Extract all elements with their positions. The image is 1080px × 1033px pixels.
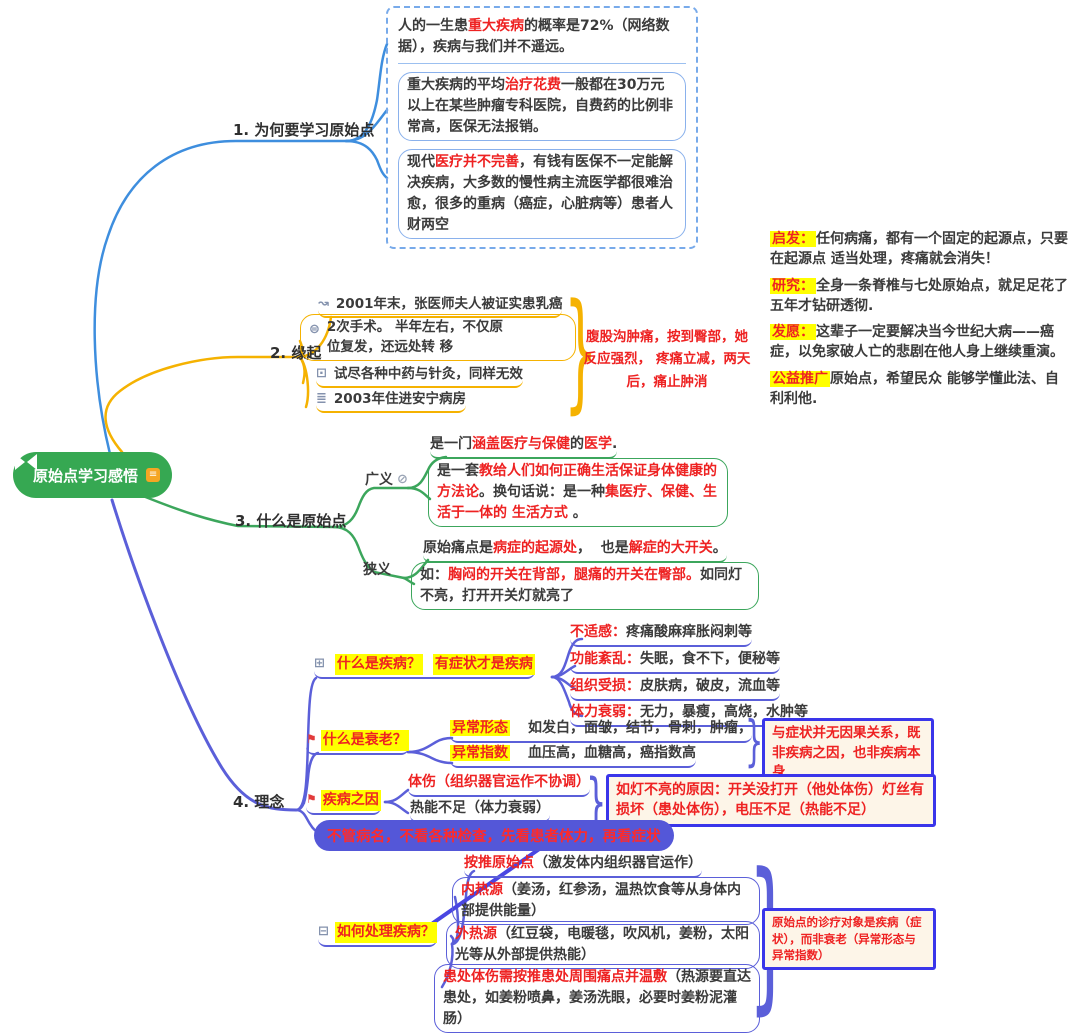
disease-item-2[interactable]: 功能紊乱：失眠，食不下，便秘等 bbox=[570, 649, 780, 674]
why-learn-panel[interactable]: 人的一生患重大疾病的概率是72%（网络数据），疾病与我们并不遥远。 重大疾病的平… bbox=[386, 6, 698, 249]
branch-4-label[interactable]: 4. 理念 bbox=[233, 793, 285, 811]
cause-brace: } bbox=[586, 767, 607, 839]
why-item-3[interactable]: 现代医疗并不完善，有钱有医保不一定能解决疾病，大多数的慢性病主流医学都很难治愈，… bbox=[398, 149, 686, 239]
disease-item-3[interactable]: 组织受损：皮肤病，破皮，流血等 bbox=[570, 676, 780, 701]
xiayi-topic[interactable]: 狭义 bbox=[363, 562, 391, 578]
xiayi-item-2[interactable]: 如：胸闷的开关在背部，腿痛的开关在臀部。如同灯不亮，打开开关灯就亮了 bbox=[411, 562, 759, 610]
flag-icon: ⚑ bbox=[306, 792, 317, 806]
insight-para-3[interactable]: 发愿：这辈子一定要解决当今世纪大病——癌症，以免家破人亡的悲剧在他人身上继续重演… bbox=[770, 324, 1064, 361]
list-icon: ≣ bbox=[316, 391, 327, 406]
note-icon[interactable]: ≡ bbox=[146, 468, 161, 482]
aging-item-2[interactable]: 异常指数血压高，血糖高，癌指数高 bbox=[450, 743, 696, 768]
origin-item-1[interactable]: ↝ 2001年末，张医师夫人被证实患乳癌 bbox=[318, 294, 563, 319]
squiggle-icon: ↝ bbox=[318, 296, 329, 311]
guangyi-item-1[interactable]: 是一门涵盖医疗与保健的医学. bbox=[430, 434, 618, 459]
aging-item-1[interactable]: 异常形态如发白，面皱，结节，骨刺，肿瘤， bbox=[450, 718, 752, 743]
branch-1-label[interactable]: 1. 为何要学习原始点 bbox=[233, 121, 375, 139]
branch-3-label[interactable]: 3. 什么是原始点 bbox=[235, 512, 347, 530]
disease-topic[interactable]: ⊞ 什么是疾病？ 有症状才是疾病 bbox=[314, 654, 535, 679]
treatment-item-1[interactable]: 按推原始点（激发体内组织器官运作） bbox=[464, 853, 702, 878]
central-topic-title: 原始点学习感悟 bbox=[33, 466, 139, 485]
treatment-topic[interactable]: ⊟ 如何处理疾病？ bbox=[318, 922, 437, 947]
flag-icon: ⚑ bbox=[306, 732, 317, 746]
why-item-1[interactable]: 人的一生患重大疾病的概率是72%（网络数据），疾病与我们并不遥远。 bbox=[398, 16, 686, 64]
treatment-item-3[interactable]: 外热源（红豆袋，电暖毯，吹风机，姜粉，太阳光等从外部提供热能） bbox=[446, 921, 760, 969]
treatment-item-4[interactable]: 患处体伤需按推患处周围痛点并温敷（热源要直达患处，如姜粉喷鼻，姜汤洗眼，必要时姜… bbox=[434, 964, 760, 1033]
xiayi-item-1[interactable]: 原始痛点是病症的起源处， 也是解症的大开关。 bbox=[423, 538, 727, 563]
insight-para-1[interactable]: 启发：任何病痛，都有一个固定的起源点，只要在起源点 适当处理，疼痛就会消失！ bbox=[770, 231, 1068, 268]
aging-topic[interactable]: ⚑ 什么是衰老？ bbox=[306, 730, 409, 755]
insight-panel[interactable]: 启发：任何病痛，都有一个固定的起源点，只要在起源点 适当处理，疼痛就会消失！ 研… bbox=[770, 229, 1068, 409]
cause-callout[interactable]: 如灯不亮的原因：开关没打开（他处体伤）灯丝有损坏（患处体伤），电压不足（热能不足… bbox=[606, 774, 936, 827]
origin-item-2[interactable]: ⊜ 2次手术。 半年左右，不仅原位复发，还远处转 移 bbox=[300, 314, 576, 361]
insight-para-2[interactable]: 研究：全身一条脊椎与七处原始点，就足足花了五年才钻研透彻. bbox=[770, 277, 1068, 314]
disease-item-1[interactable]: 不适感：疼痛酸麻痒胀闷刺等 bbox=[570, 622, 752, 647]
origin-brace: } bbox=[564, 274, 598, 427]
origin-item-3[interactable]: ⊡ 试尽各种中药与针灸，同样无效 bbox=[316, 364, 523, 389]
attachment-icon[interactable]: ⊘ bbox=[397, 472, 408, 487]
principle-pill[interactable]: 不管病名，不看各种检查，先看患者体力，再看症状 bbox=[314, 820, 674, 851]
grid-icon: ⊞ bbox=[314, 656, 325, 671]
cause-topic[interactable]: ⚑ 疾病之因 bbox=[306, 790, 381, 815]
comment-icon: ⊜ bbox=[309, 322, 320, 337]
aging-brace: } bbox=[745, 711, 764, 773]
guangyi-item-2[interactable]: 是一套教给人们如何正确生活保证身体健康的方法论。换句话说：是一种集医疗、保健、生… bbox=[428, 458, 728, 527]
disease-item-4[interactable]: 体力衰弱：无力，暴瘦，高烧，水肿等 bbox=[570, 702, 808, 727]
org-icon: ⊟ bbox=[318, 924, 329, 939]
panel-icon: ⊡ bbox=[316, 366, 327, 381]
cause-item-1[interactable]: 体伤（组织器官运作不协调） bbox=[408, 772, 590, 797]
treatment-callout[interactable]: 原始点的诊疗对象是疾病（症状），而非衰老（异常形态与异常指数） bbox=[762, 908, 936, 971]
guangyi-topic[interactable]: 广义 ⊘ bbox=[365, 472, 408, 488]
treatment-item-2[interactable]: 内热源（姜汤，红参汤，温热饮食等从身体内部提供能量） bbox=[452, 877, 760, 925]
why-item-2[interactable]: 重大疾病的平均治疗花费一般都在30万元以上在某些肿瘤专科医院，自费药的比例非常高… bbox=[398, 72, 686, 141]
origin-item-4[interactable]: ≣ 2003年住进安宁病房 bbox=[316, 389, 466, 414]
insight-para-4[interactable]: 公益推广原始点，希望民众 能够学懂此法、自利利他. bbox=[770, 370, 1059, 408]
origin-summary[interactable]: 腹股沟肿痛，按到臀部，她反应强烈， 疼痛立减，两天后，痛止肿消 bbox=[583, 329, 751, 390]
central-topic[interactable]: 原始点学习感悟 ≡ bbox=[13, 452, 173, 498]
